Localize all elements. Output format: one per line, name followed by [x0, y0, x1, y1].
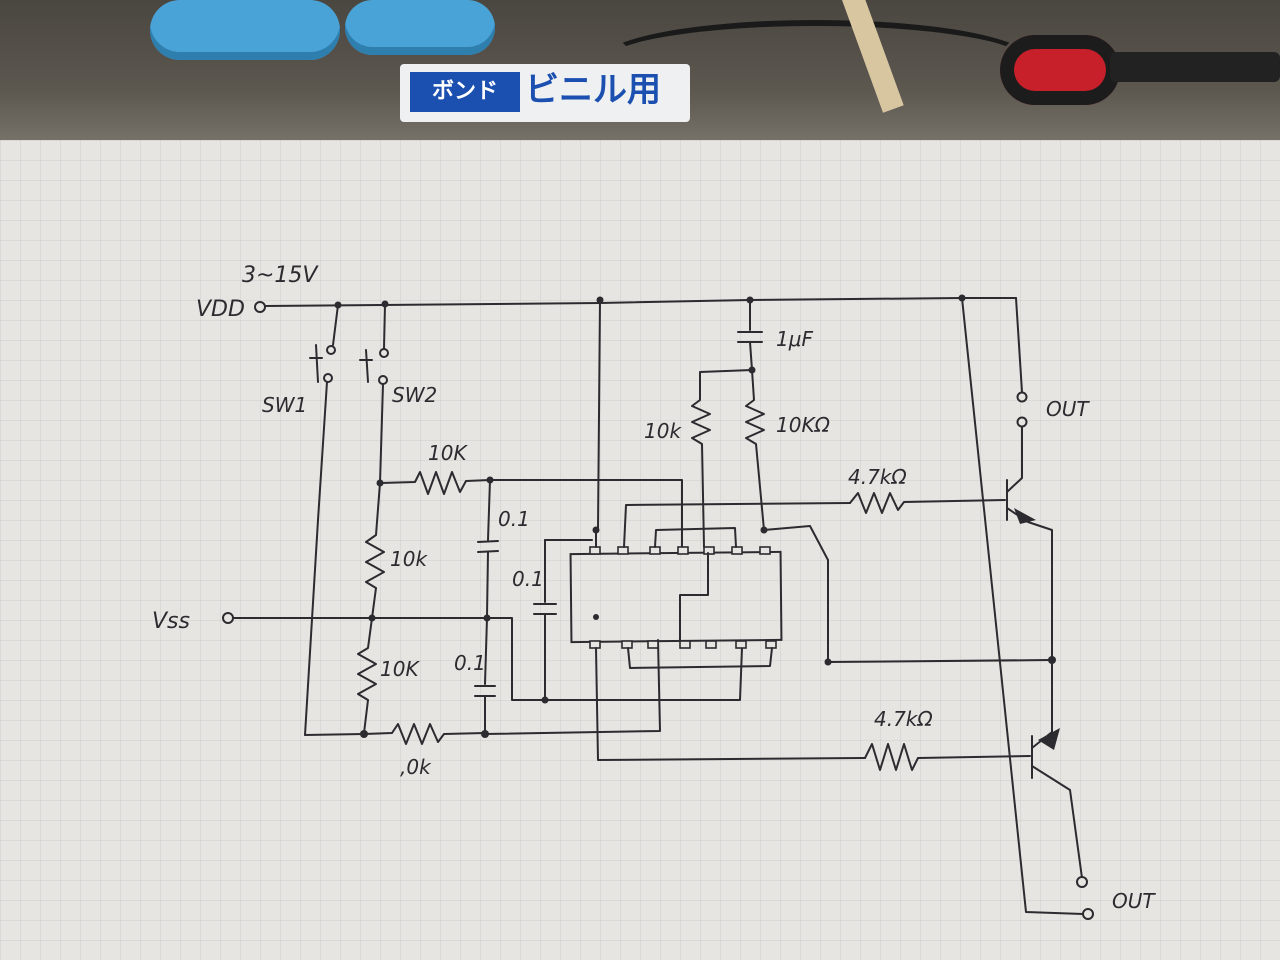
vdd-terminal	[254, 301, 266, 313]
vss-rail	[222, 612, 743, 704]
switch-sw2	[359, 303, 389, 484]
r-10k-left-upper-label: 10k	[644, 419, 682, 443]
r-10k-ohm-label: 10KΩ	[776, 413, 831, 437]
capacitor-c1	[477, 479, 499, 617]
bond-logo: ボンド	[410, 72, 520, 112]
r-10k-top-label: 10K	[428, 441, 468, 465]
left-network	[304, 471, 683, 745]
blue-tape-roll-2	[345, 0, 495, 55]
vss-terminal	[222, 612, 234, 624]
black-cable	[600, 20, 1032, 102]
screwdriver-handle	[1000, 35, 1120, 105]
out-top-terminal-a	[1016, 391, 1028, 403]
ic-chip	[569, 299, 1053, 761]
capacitor-c2	[533, 539, 593, 701]
switch-sw1	[304, 304, 339, 736]
vss-label: Vss	[152, 609, 190, 634]
out-top-terminal-b	[1016, 416, 1028, 428]
r-10k-mid-label: 10k	[390, 547, 428, 571]
timing-network	[691, 299, 765, 548]
c-01-c-label: 0.1	[454, 651, 486, 675]
r-47k-bottom-label: 4.7kΩ	[874, 707, 933, 731]
out-bottom-terminal-b	[1082, 908, 1094, 920]
vdd-rail	[254, 294, 1017, 313]
screwdriver-shaft	[1110, 52, 1280, 82]
transistor-q1	[849, 297, 1053, 661]
grid-paper	[0, 140, 1280, 960]
r-10k-low-label: 10K	[380, 657, 420, 681]
sw1-label: SW1	[262, 393, 307, 417]
desk-clutter: ボンド ビニル用	[0, 0, 1280, 150]
sw2-label: SW2	[392, 383, 437, 407]
out-bottom-terminal-a	[1076, 876, 1088, 888]
blue-tape-roll	[150, 0, 340, 60]
out-bottom-label: OUT	[1112, 889, 1156, 913]
out-top-label: OUT	[1046, 397, 1090, 421]
cap-1uf-label: 1μF	[776, 327, 813, 351]
c-01-a-label: 0.1	[498, 507, 530, 531]
vdd-label: VDD	[196, 297, 245, 322]
r-47k-top-label: 4.7kΩ	[848, 465, 907, 489]
c-01-b-label: 0.1	[512, 567, 544, 591]
r-10k-bottom-label: ,0k	[400, 755, 432, 779]
bond-product-name: ビニル用	[525, 70, 661, 110]
transistor-q2	[864, 297, 1094, 920]
supply-range-label: 3~15V	[242, 263, 319, 288]
